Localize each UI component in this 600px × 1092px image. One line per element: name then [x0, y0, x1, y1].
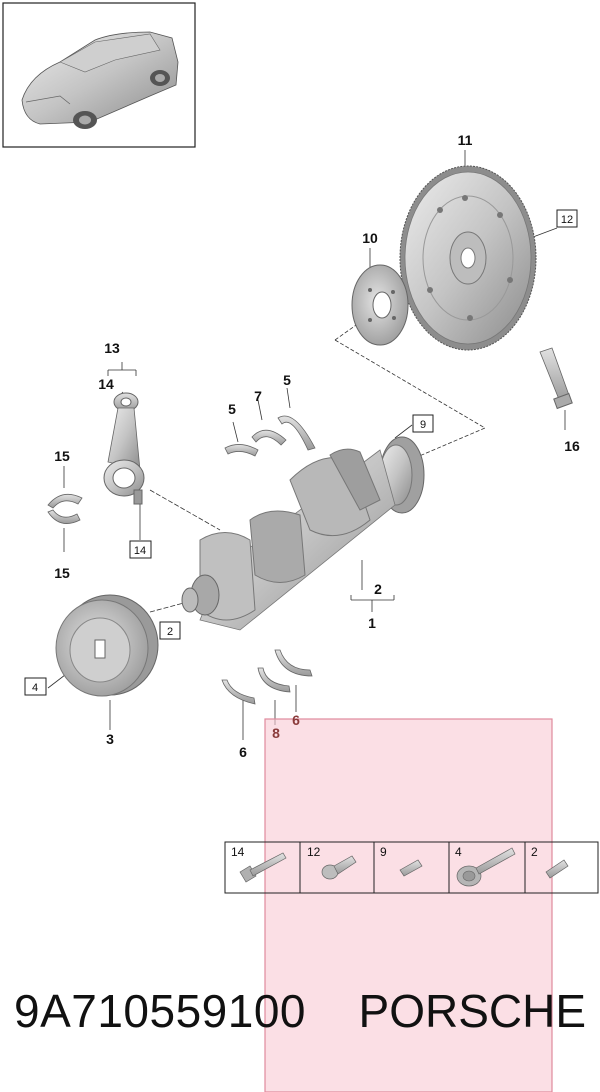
- bolt-medium-icon: [321, 855, 357, 880]
- label-1: 1: [368, 615, 376, 631]
- part-number: 9A710559100: [14, 985, 307, 1037]
- connecting-rod: [103, 392, 145, 505]
- highlight-overlay: [264, 718, 553, 1092]
- label-15-top: 15: [54, 448, 70, 464]
- flex-plate: [351, 264, 409, 346]
- table-ref-4: 4: [455, 845, 462, 859]
- label-14: 14: [98, 376, 114, 392]
- label-5-right: 5: [283, 372, 291, 388]
- vehicle-thumbnail: [2, 2, 196, 148]
- table-ref-14: 14: [231, 845, 245, 859]
- dowel-icon: [545, 859, 569, 879]
- pin-icon: [399, 859, 423, 877]
- box-label-9: 9: [420, 419, 426, 431]
- label-8: 8: [272, 725, 280, 741]
- flywheel: [399, 165, 537, 351]
- bolt-table: 14 12 9 4 2: [224, 841, 599, 894]
- label-7: 7: [254, 388, 262, 404]
- label-11: 11: [458, 132, 473, 148]
- label-2: 2: [374, 581, 382, 597]
- label-5-left: 5: [228, 401, 236, 417]
- crank-pulley: [55, 594, 159, 697]
- box-label-14: 14: [134, 545, 146, 557]
- label-6-left: 6: [239, 744, 247, 760]
- box-label-12: 12: [561, 214, 573, 226]
- label-16: 16: [564, 438, 580, 454]
- flywheel-bolt: [539, 347, 573, 410]
- table-ref-2: 2: [531, 845, 538, 859]
- label-6-right: 6: [292, 712, 300, 728]
- bolt-flange-icon: [456, 847, 516, 887]
- box-label-2: 2: [167, 626, 173, 638]
- box-label-4: 4: [32, 682, 38, 694]
- boxed-labels: 12 9 14 2 4: [24, 209, 578, 696]
- main-bearings-upper: [224, 415, 316, 457]
- bolt-long-icon: [239, 852, 287, 883]
- rod-bearings: [47, 493, 83, 524]
- label-13: 13: [104, 340, 120, 356]
- callout-labels: 11 10 16 13 14 5 7 5 15 15 2 1 3 6 8 6: [54, 132, 580, 760]
- brand-name: PORSCHE: [358, 985, 586, 1037]
- label-3: 3: [106, 731, 114, 747]
- label-10: 10: [362, 230, 378, 246]
- main-bearings-lower: [221, 649, 313, 705]
- table-ref-12: 12: [307, 845, 321, 859]
- crankshaft: [181, 436, 425, 631]
- table-ref-9: 9: [380, 845, 387, 859]
- label-15-bottom: 15: [54, 565, 70, 581]
